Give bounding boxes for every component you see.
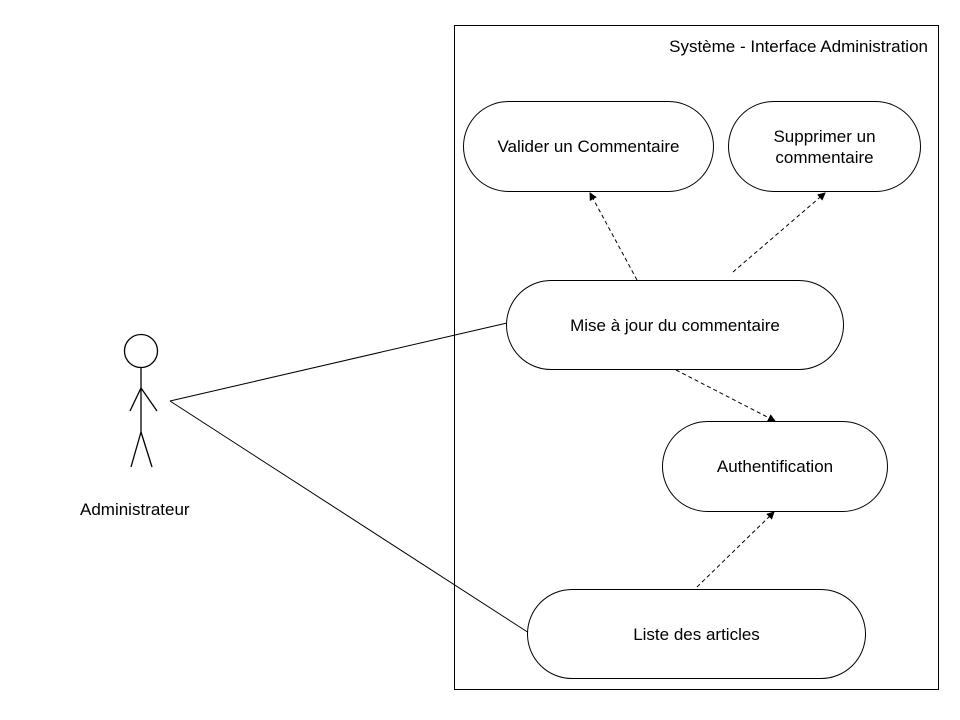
usecase-authentification: Authentification (662, 421, 888, 512)
dependency-to-authentification-from-mise-a-jour (675, 369, 776, 422)
dependency-to-supprimer (732, 192, 826, 273)
usecase-label: Liste des articles (633, 624, 760, 644)
usecase-valider-commentaire: Valider un Commentaire (463, 101, 714, 192)
usecase-label: Valider un Commentaire (497, 137, 680, 156)
usecase-mise-a-jour-commentaire: Mise à jour du commentaire (506, 280, 844, 370)
usecase-label: Supprimer un commentaire (773, 126, 876, 167)
actor-leg-left (130, 431, 142, 468)
usecase-label: Mise à jour du commentaire (570, 315, 780, 335)
usecase-supprimer-commentaire: Supprimer un commentaire (728, 101, 921, 192)
actor-figure (123, 333, 159, 468)
actor-arm-right (140, 387, 158, 412)
usecase-liste-articles: Liste des articles (527, 589, 866, 679)
actor-head (123, 333, 159, 369)
usecase-label: Authentification (716, 457, 834, 476)
actor-arm-left (129, 387, 142, 412)
dependency-to-valider (589, 192, 638, 281)
association-liste (169, 400, 530, 634)
actor-name: Administrateur (80, 500, 190, 519)
dependency-to-authentification-from-liste (696, 511, 775, 588)
actor-leg-right (140, 431, 153, 468)
association-mise-a-jour (169, 322, 508, 402)
system-boundary: Système - Interface Administration (454, 25, 939, 690)
system-title: Système - Interface Administration (669, 37, 928, 56)
